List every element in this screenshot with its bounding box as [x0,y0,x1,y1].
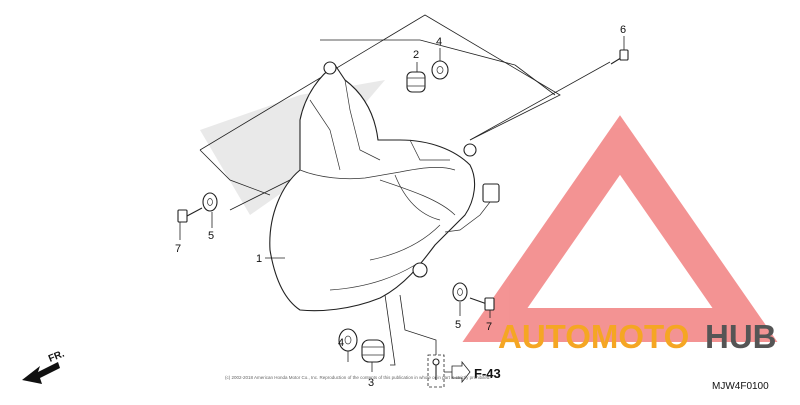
callout-2: 2 [413,49,419,61]
callout-7-right: 7 [486,321,492,333]
watermark-logo [462,115,778,342]
direction-label: FR. [47,348,66,364]
collar-upper [431,60,449,80]
callout-6: 6 [620,24,626,36]
callout-1: 1 [256,253,262,265]
collar-right [452,282,468,302]
callout-4-upper: 4 [436,36,442,48]
copyright-text: (c) 2002-2018 American Honda Motor Co., … [225,375,491,380]
callout-4-lower: 4 [338,337,344,349]
front-arrow-icon [22,362,60,384]
callout-5-left: 5 [208,230,214,242]
callout-7-left: 7 [175,243,181,255]
clip-bottom [427,354,445,388]
bolt-right [469,297,495,311]
watermark-brand-right: HUB [705,318,777,355]
bolt-left [177,207,203,223]
watermark-brand-left: AUTOMOTO [498,318,689,355]
ref-arrow [451,360,471,384]
diagram-code: MJW4F0100 [712,381,769,392]
callout-3: 3 [368,377,374,389]
headlight-assembly [269,61,500,312]
collar-left [202,192,218,212]
leader-lines [179,36,625,373]
leader-frame [199,14,611,211]
ref-label: F-43 [474,366,501,381]
screw-top-right [610,49,629,65]
callout-5-right: 5 [455,319,461,331]
grommet-upper [406,71,426,93]
grommet-bottom [361,339,385,363]
